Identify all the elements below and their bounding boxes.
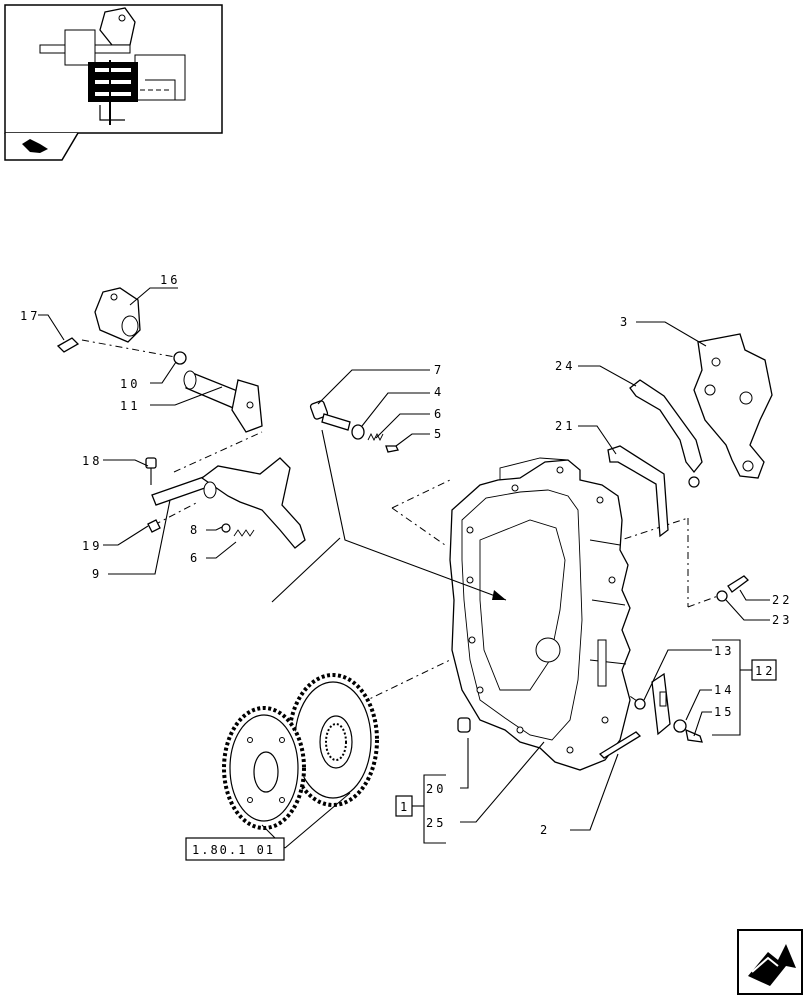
bolt-22 xyxy=(727,575,749,593)
callout-25: 25 xyxy=(426,816,446,830)
callout-11: 11 xyxy=(120,399,140,413)
washer-4 xyxy=(351,424,365,440)
callout-6-left: 6 xyxy=(190,551,200,565)
bracket-block-16 xyxy=(94,287,141,343)
thumbnail-illustration xyxy=(39,7,186,125)
callout-13: 13 xyxy=(714,644,734,658)
callout-10: 10 xyxy=(120,377,140,391)
callout-17: 17 xyxy=(20,309,40,323)
washer-13 xyxy=(634,698,646,710)
callout-7: 7 xyxy=(434,363,444,377)
bolt-7 xyxy=(309,400,351,431)
lever-24 xyxy=(629,379,703,488)
washer-23 xyxy=(716,590,728,602)
thumbnail-panel[interactable] xyxy=(4,4,223,161)
washer-14 xyxy=(673,719,687,733)
pin-5 xyxy=(385,445,399,453)
callout-9: 9 xyxy=(92,567,102,581)
bolt-18 xyxy=(145,457,157,485)
pointer-arrowhead-icon xyxy=(492,590,506,600)
ball-8 xyxy=(221,523,231,533)
shift-fork-9 xyxy=(151,457,306,549)
callout-3: 3 xyxy=(620,315,630,329)
callout-labels: 16 17 10 11 18 19 9 8 6 7 4 6 5 3 24 21 … xyxy=(20,273,792,837)
leader-lines xyxy=(38,287,770,849)
callout-12-box[interactable]: 12 xyxy=(751,659,777,681)
callout-4: 4 xyxy=(434,385,444,399)
callout-20: 20 xyxy=(426,782,446,796)
callout-21: 21 xyxy=(555,419,575,433)
callout-19: 19 xyxy=(82,539,102,553)
callout-22: 22 xyxy=(772,593,792,607)
next-page-arrow-icon[interactable] xyxy=(737,929,803,995)
transmission-housing-25 xyxy=(449,457,631,771)
callout-1: 1 xyxy=(400,800,410,814)
roll-pin-17 xyxy=(56,337,80,353)
callout-18: 18 xyxy=(82,454,102,468)
long-bolt-2 xyxy=(598,731,642,759)
cover-plate-12 xyxy=(651,672,671,736)
bookmark-glyph-icon xyxy=(22,139,48,153)
callout-16: 16 xyxy=(160,273,180,287)
reference-box-label: 1.80.1 01 xyxy=(192,843,275,857)
callout-14: 14 xyxy=(714,683,734,697)
callout-1-box[interactable]: 1 xyxy=(395,795,413,817)
reference-box[interactable]: 1.80.1 01 xyxy=(185,837,285,861)
gear-small xyxy=(222,706,306,830)
bracket-21 xyxy=(607,445,669,538)
callout-24: 24 xyxy=(555,359,575,373)
callout-6-right: 6 xyxy=(434,407,444,421)
o-ring-10 xyxy=(173,351,187,365)
spring-6-right xyxy=(367,432,384,442)
callout-5: 5 xyxy=(434,427,444,441)
callout-2: 2 xyxy=(540,823,550,837)
callout-8: 8 xyxy=(190,523,200,537)
clip-19 xyxy=(147,519,161,533)
callout-23: 23 xyxy=(772,613,792,627)
spring-6-left xyxy=(233,529,255,537)
dowel-20 xyxy=(457,717,471,733)
callout-15: 15 xyxy=(714,705,734,719)
plate-3 xyxy=(693,333,773,479)
selector-shaft-11 xyxy=(183,370,263,433)
callout-12: 12 xyxy=(755,664,775,678)
